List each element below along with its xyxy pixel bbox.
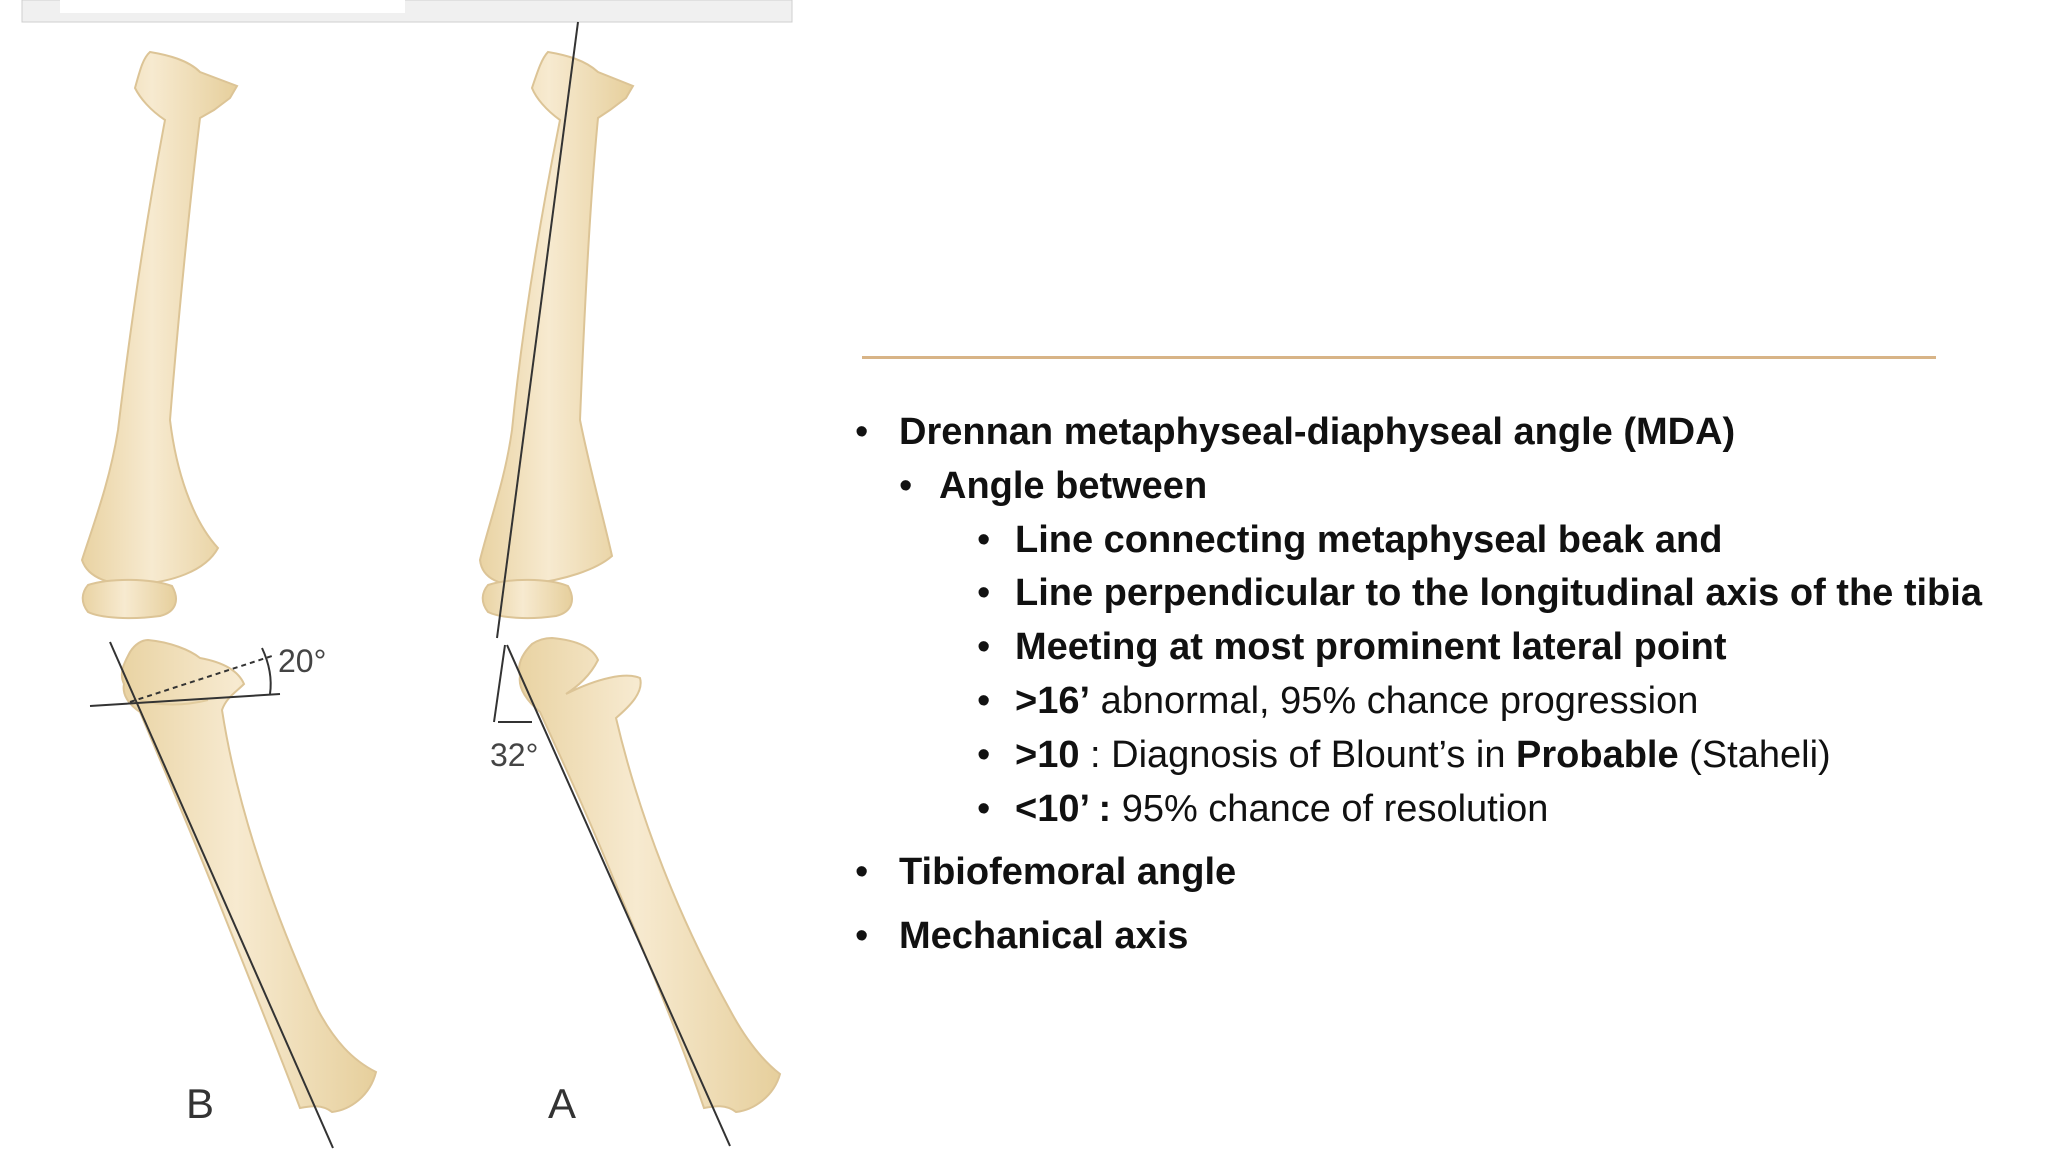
angle-label-b: 20° [278,643,326,679]
femur-b [80,50,239,620]
bullet-tibiofemoral: Tibiofemoral angle [855,851,2015,894]
angle-label-a: 32° [490,737,538,773]
tibia-b [120,638,378,1114]
figure-label-b: B [186,1080,214,1127]
bullet-list: Drennan metaphyseal-diaphyseal angle (MD… [855,411,2015,970]
angle-lines-b [89,641,334,1149]
bullet-meeting: Meeting at most prominent lateral point [855,626,2015,669]
tibia-a [518,636,782,1114]
bullet-abnormal: >16’ abnormal, 95% chance progression [855,680,2015,723]
femur-a [478,50,635,620]
title-divider [862,356,1936,359]
bullet-mechanical: Mechanical axis [855,915,2015,958]
bullet-probable: >10 : Diagnosis of Blount’s in Probable … [855,734,2015,777]
bullet-line-perpendicular: Line perpendicular to the longitudinal a… [855,572,2015,615]
angle-lines-a [493,21,731,1147]
bullet-mda: Drennan metaphyseal-diaphyseal angle (MD… [855,411,2015,454]
bullet-angle-between: Angle between [855,465,2015,508]
top-strip [21,0,793,23]
bullet-resolution: <10’ : 95% chance of resolution [855,788,2015,831]
bullet-line-connecting: Line connecting metaphyseal beak and [855,519,2015,562]
figure-label-a: A [548,1080,576,1127]
bone-figure: 20° 32° B A [21,0,793,1149]
